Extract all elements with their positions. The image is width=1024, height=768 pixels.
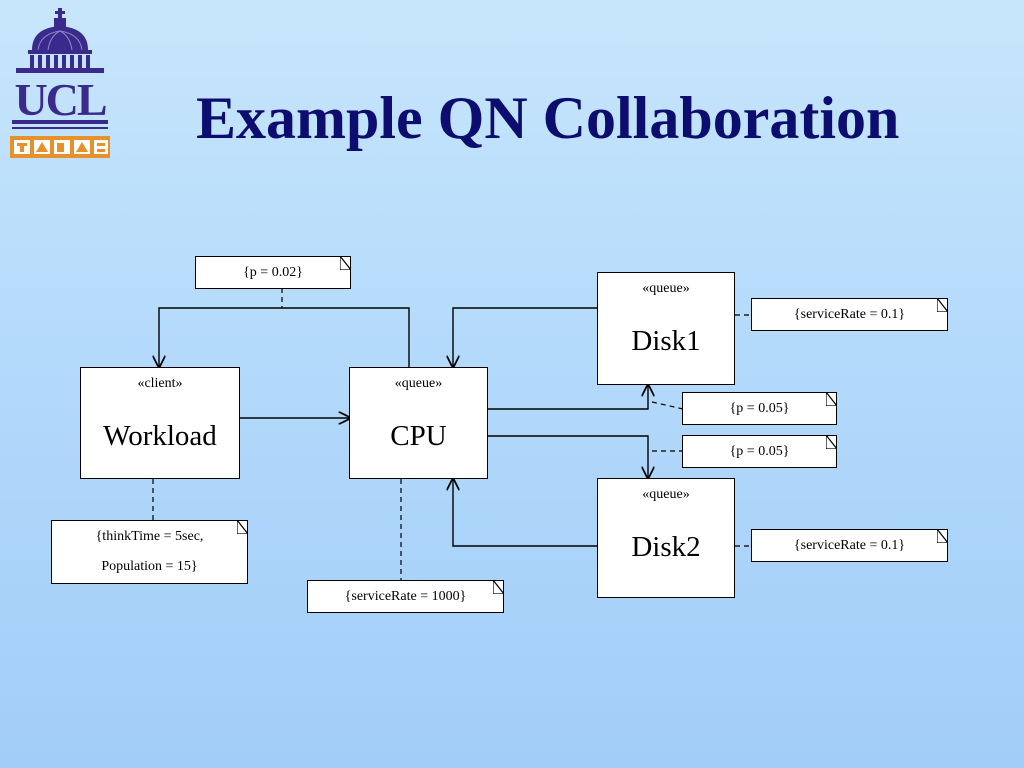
note-p-005-disk2-text: {p = 0.05} — [729, 443, 790, 459]
edge-disk1-cpu — [453, 307, 598, 367]
note-p-005-disk1: {p = 0.05} — [682, 392, 837, 425]
slide-title: Example QN Collaboration — [196, 85, 900, 151]
note-disk2-service-rate: {serviceRate = 0.1} — [751, 529, 948, 562]
note-dogear-icon — [937, 529, 948, 543]
note-link-p005-disk1 — [651, 401, 684, 410]
node-disk1-name: Disk1 — [631, 325, 701, 357]
note-p-005-disk1-text: {p = 0.05} — [729, 400, 790, 416]
node-workload: «client» Workload — [80, 367, 240, 479]
edge-cpu-disk1 — [488, 385, 648, 410]
note-dogear-icon — [340, 256, 351, 270]
note-disk1-service-rate: {serviceRate = 0.1} — [751, 298, 948, 331]
note-cpu-service-rate-text: {serviceRate = 1000} — [344, 588, 467, 604]
note-dogear-icon — [493, 580, 504, 594]
node-cpu-stereotype: «queue» — [394, 376, 443, 391]
note-workload-think-time: {thinkTime = 5sec, — [95, 529, 204, 544]
logo-text: UCL — [14, 74, 105, 125]
note-dogear-icon — [826, 392, 837, 406]
note-dogear-icon — [937, 298, 948, 312]
note-workload-params: {thinkTime = 5sec, Population = 15} — [51, 520, 248, 584]
node-disk1: «queue» Disk1 — [597, 272, 735, 385]
note-disk2-service-rate-text: {serviceRate = 0.1} — [793, 537, 906, 553]
node-cpu-name: CPU — [390, 420, 447, 452]
note-p-002: {p = 0.02} — [195, 256, 351, 289]
edge-cpu-workload — [159, 307, 410, 367]
ucl-logo: UCL — [10, 8, 110, 158]
node-workload-stereotype: «client» — [137, 376, 183, 391]
node-disk2-name: Disk2 — [631, 531, 701, 563]
note-workload-population: Population = 15} — [101, 559, 198, 574]
note-p-005-disk2: {p = 0.05} — [682, 435, 837, 468]
note-cpu-service-rate: {serviceRate = 1000} — [307, 580, 504, 613]
note-dogear-icon — [826, 435, 837, 449]
node-disk1-stereotype: «queue» — [642, 281, 690, 296]
edge-cpu-disk2 — [488, 435, 648, 478]
node-cpu: «queue» CPU — [349, 367, 488, 479]
node-workload-name: Workload — [103, 420, 217, 452]
node-disk2: «queue» Disk2 — [597, 478, 735, 598]
note-disk1-service-rate-text: {serviceRate = 0.1} — [793, 306, 906, 322]
tapas-tiles — [10, 136, 110, 158]
note-dogear-icon — [237, 520, 248, 534]
node-disk2-stereotype: «queue» — [642, 487, 690, 502]
edge-disk2-cpu — [453, 479, 598, 547]
note-p-002-text: {p = 0.02} — [243, 264, 303, 280]
